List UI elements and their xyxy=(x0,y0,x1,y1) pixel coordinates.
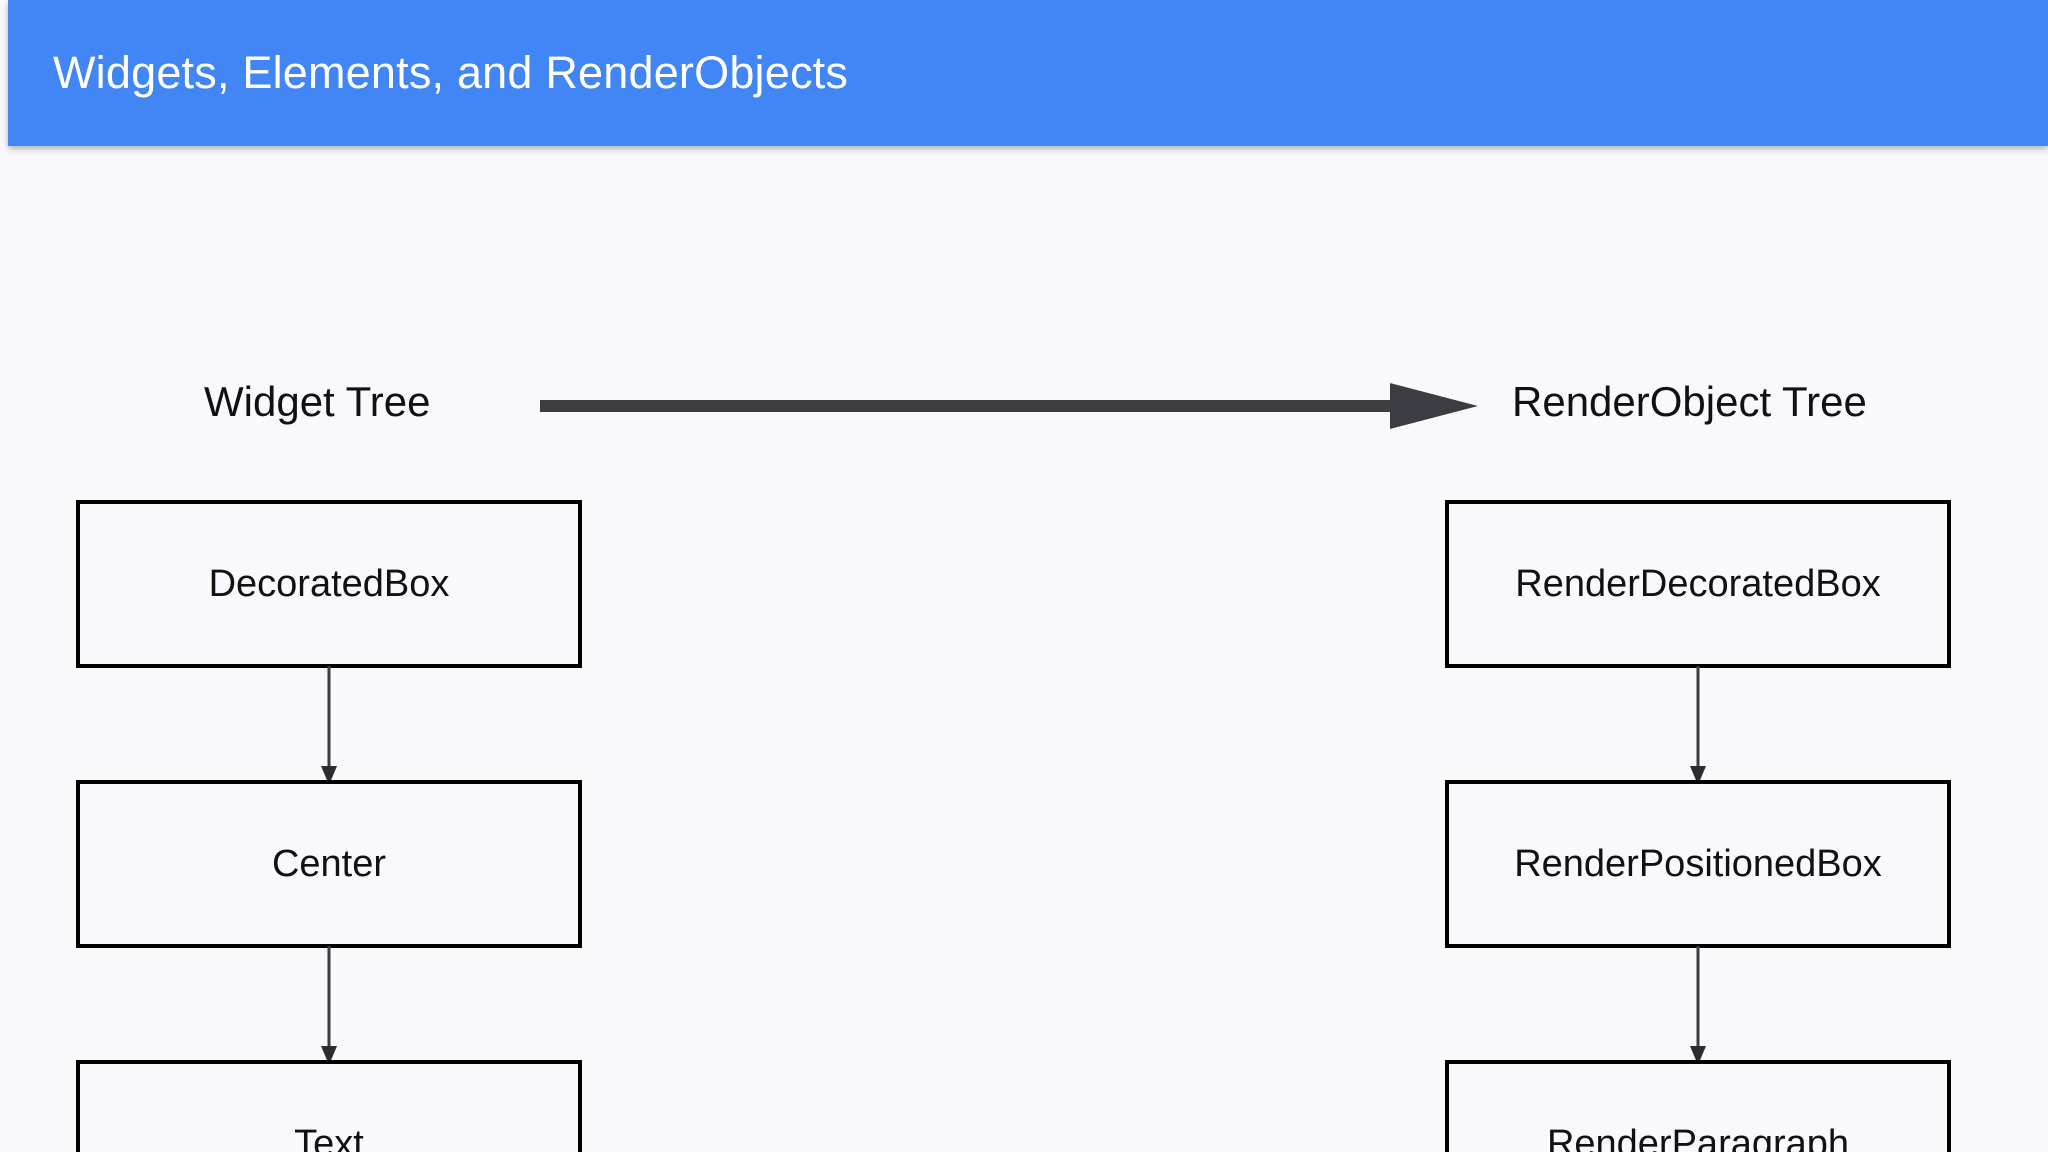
renderobject-node-renderpositionedbox[interactable]: RenderPositionedBox xyxy=(1445,780,1951,948)
renderobject-tree-column: RenderDecoratedBox RenderPositionedBox R… xyxy=(8,146,2048,1152)
renderobject-node-renderparagraph[interactable]: RenderParagraph xyxy=(1445,1060,1951,1152)
widget-node-label: DecoratedBox xyxy=(208,563,450,605)
header-bar: Widgets, Elements, and RenderObjects xyxy=(8,0,2048,146)
diagram-canvas-inner: Widget Tree RenderObject Tree DecoratedB… xyxy=(8,146,2040,1152)
widget-node-label: Text xyxy=(294,1123,364,1152)
renderobject-node-label: RenderPositionedBox xyxy=(1514,843,1882,885)
renderobject-tree-heading: RenderObject Tree xyxy=(1512,378,1867,425)
diagram-canvas: Widget Tree RenderObject Tree DecoratedB… xyxy=(0,146,2048,1152)
widget-tree-heading: Widget Tree xyxy=(204,378,431,425)
renderobject-node-label: RenderParagraph xyxy=(1546,1123,1850,1152)
widget-node-label: Center xyxy=(271,843,387,885)
renderobject-node-renderdecoratedbox[interactable]: RenderDecoratedBox xyxy=(1445,500,1951,668)
widget-tree-column: DecoratedBox Center Text xyxy=(8,146,2048,1152)
page-title: Widgets, Elements, and RenderObjects xyxy=(53,47,849,98)
renderobject-connector-arrow-icon-1 xyxy=(1690,666,1706,785)
renderobject-node-label: RenderDecoratedBox xyxy=(1515,563,1881,605)
renderobject-connector-arrow-icon-2 xyxy=(1690,946,1706,1065)
widget-node-text[interactable]: Text xyxy=(76,1060,582,1152)
